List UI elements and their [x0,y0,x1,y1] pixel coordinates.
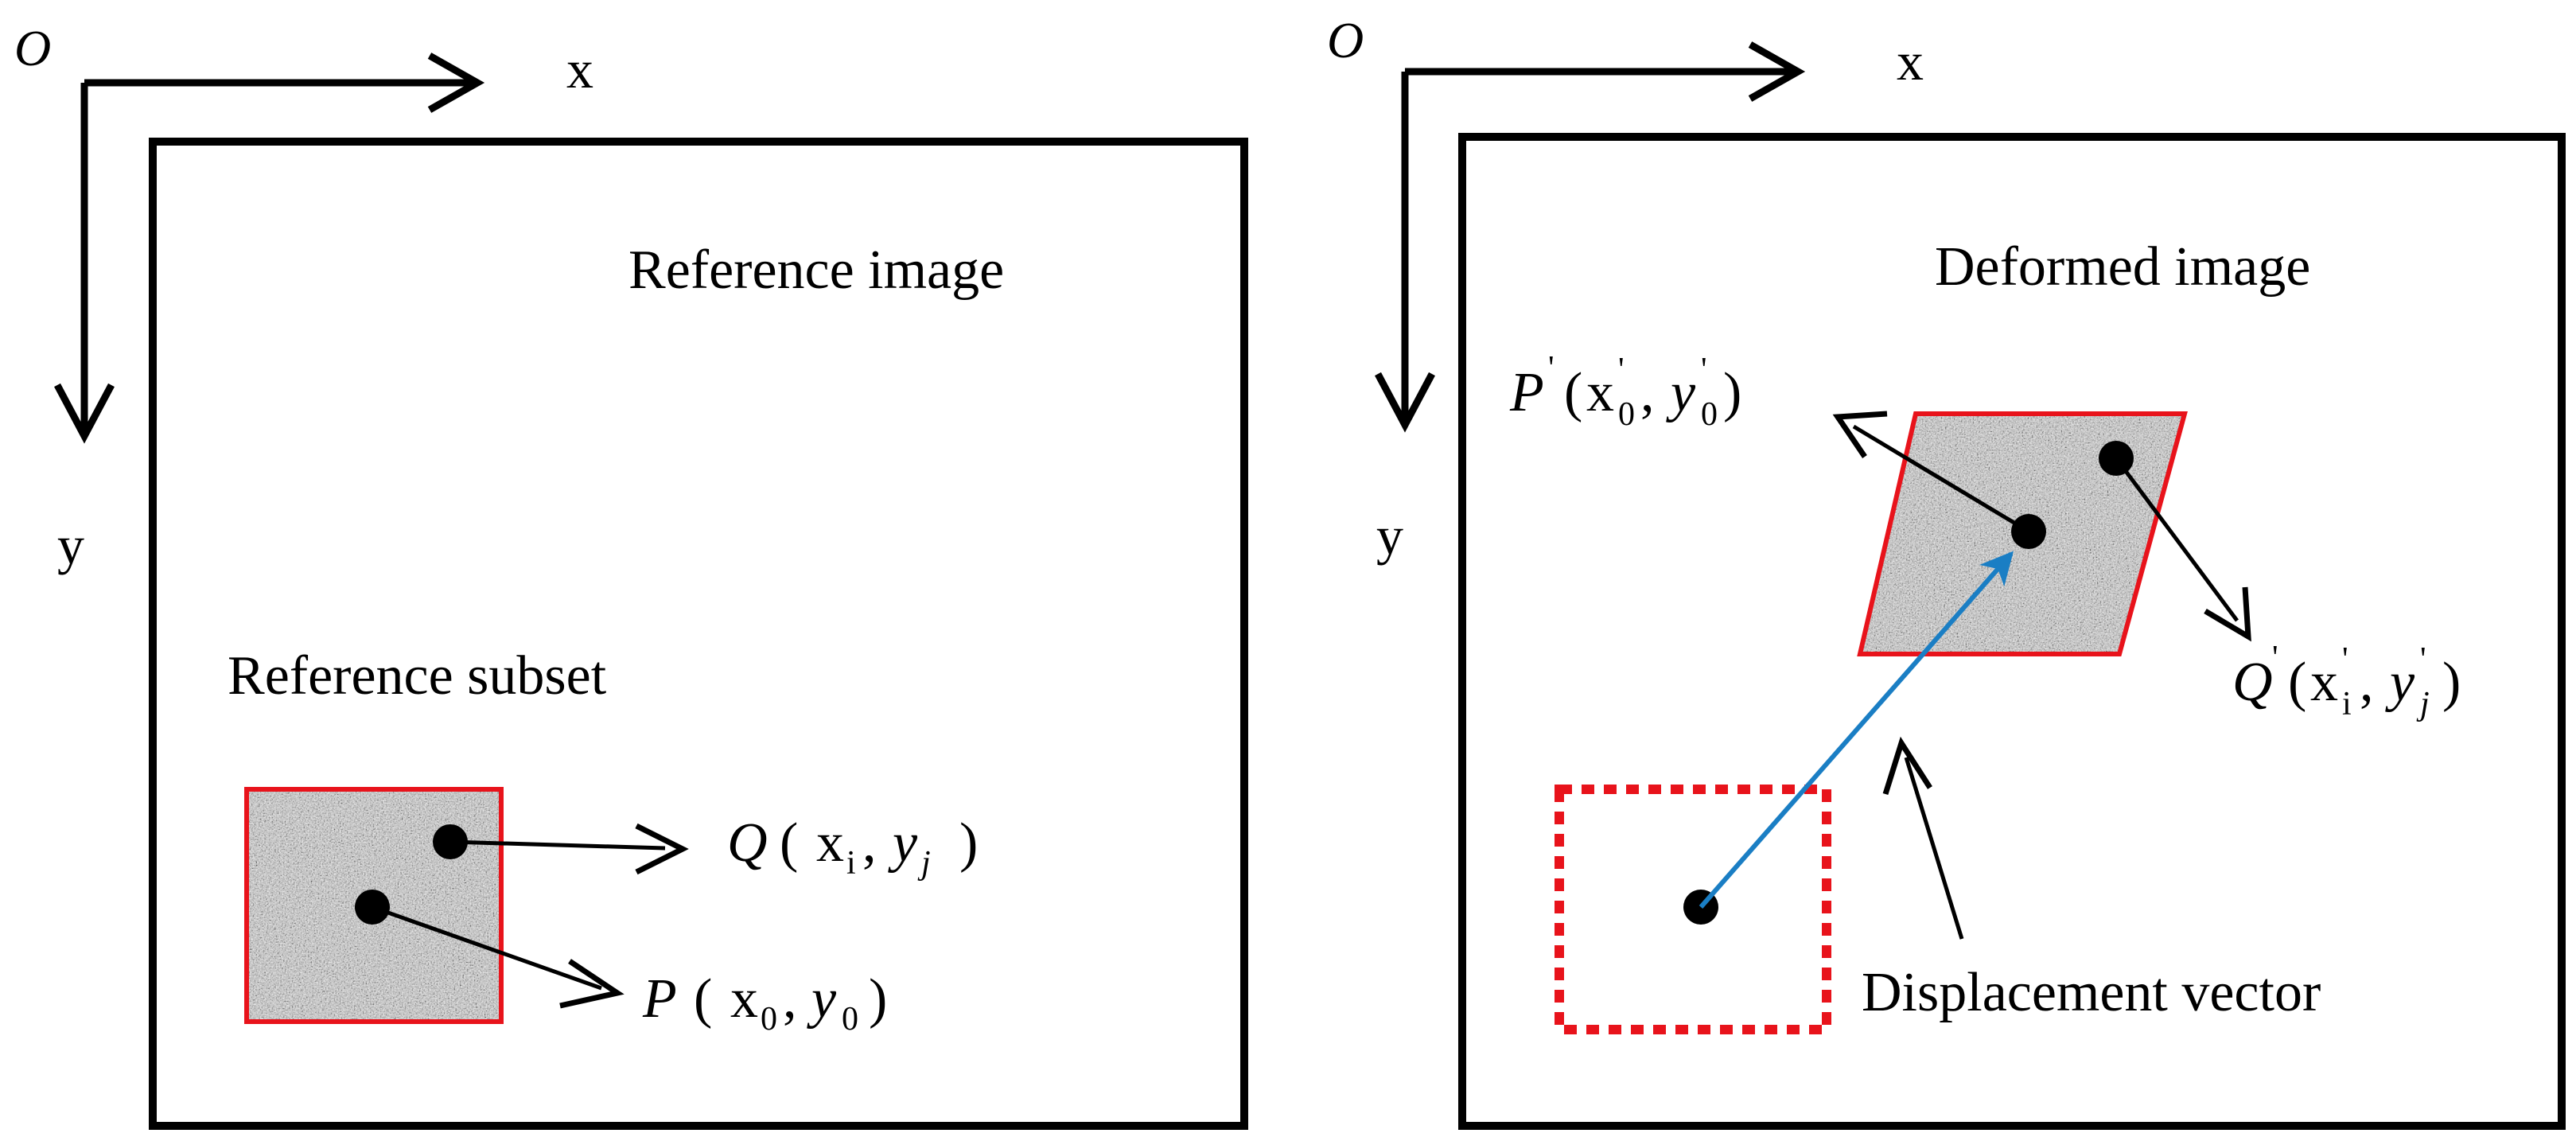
deformed-q-close-paren: ) [2442,652,2461,713]
deformed-p-letter: P [1509,362,1544,423]
reference-p-y: y [807,968,837,1030]
deformed-p-y: y [1666,362,1696,423]
reference-q-y: y [888,812,918,874]
reference-subset-label: Reference subset [228,645,607,707]
deformed-p-x-prime: ' [1618,352,1625,388]
left-x-axis-label: x [566,39,593,99]
reference-q-letter: Q [727,812,768,874]
displacement-vector-arrow [1699,551,2014,909]
deformed-q-y: y [2385,652,2415,713]
deformed-q-x-sub: i [2342,686,2352,722]
reference-q-open-paren: ( [780,812,798,874]
right-x-arrowhead-icon [1748,41,1806,102]
reference-p-x: x [730,968,758,1030]
deformed-q-y-sub: j [2416,686,2430,722]
right-x-axis-label: x [1897,31,1924,92]
deformed-p-y-prime: ' [1701,352,1707,388]
left-origin-label: O [14,20,51,76]
reference-q-arrowhead-icon [635,823,689,875]
reference-p-open-paren: ( [694,968,712,1030]
deformed-q-arrowhead-icon [2204,586,2251,642]
deformed-q-open-paren: ( [2288,652,2306,713]
deformed-p-x: x [1586,362,1614,423]
deformed-image-title: Deformed image [1935,236,2310,298]
right-y-arrowhead-icon [1375,372,1435,433]
reference-p-y-sub: 0 [842,1001,858,1038]
deformed-p-pointer-line [1852,424,2030,534]
reference-image-frame [149,138,1248,1130]
deformed-p-open-paren: ( [1564,362,1582,423]
reference-p-letter: P [642,968,677,1030]
displacement-vector-label: Displacement vector [1862,962,2321,1023]
left-coordinate-axes: O x y [14,20,593,575]
reference-q-close-paren: ) [959,812,978,874]
reference-p-comma: , [783,968,797,1030]
deformed-q-x: x [2310,652,2338,713]
right-origin-label: O [1327,12,1364,68]
left-x-arrowhead-icon [427,53,485,113]
reference-q-y-sub: j [917,845,931,882]
reference-q-x: x [816,812,844,874]
displacement-label-pointer-line [1904,757,1964,940]
reference-p-pointer-line [372,905,602,991]
reference-q-comma: , [862,812,877,874]
deformed-q-label: Q ' ( x ' i , y ' j ) [2232,640,2461,722]
deformed-q-comma: , [2360,652,2374,713]
deformed-p-y-sub: 0 [1701,396,1718,433]
deformed-p-arrowhead-icon [1832,411,1888,458]
original-subset-outline [1555,785,1831,1034]
reference-p-label: P ( x 0 , y 0 ) [642,968,887,1038]
reference-p-arrowhead-icon [559,959,625,1009]
deformed-q-pointer-line [2114,457,2239,622]
reference-q-label: Q ( x i , y j ) [727,812,978,882]
left-y-arrowhead-icon [54,383,115,444]
reference-p-x-sub: 0 [761,1001,777,1038]
right-coordinate-axes: O x y [1327,12,1924,566]
reference-q-pointer-line [449,839,666,851]
reference-image-title: Reference image [628,239,1004,301]
deformed-image-frame [1458,133,2566,1130]
reference-p-close-paren: ) [869,968,887,1030]
left-y-axis-label: y [57,515,84,575]
deformed-p-x-sub: 0 [1618,396,1635,433]
reference-q-x-sub: i [846,845,856,882]
deformed-q-y-prime: ' [2420,641,2426,678]
deformed-p-prime: ' [1548,350,1555,387]
displacement-label-arrowhead-icon [1882,736,1932,796]
deformed-p-close-paren: ) [1723,362,1741,423]
deformed-q-x-prime: ' [2342,641,2348,678]
right-y-axis-label: y [1376,505,1403,566]
deformed-p-comma: , [1640,362,1655,423]
deformed-q-prime: ' [2272,640,2278,676]
deformed-q-letter: Q [2232,652,2273,713]
deformed-p-label: P ' ( x ' 0 , y ' 0 ) [1509,350,1741,433]
